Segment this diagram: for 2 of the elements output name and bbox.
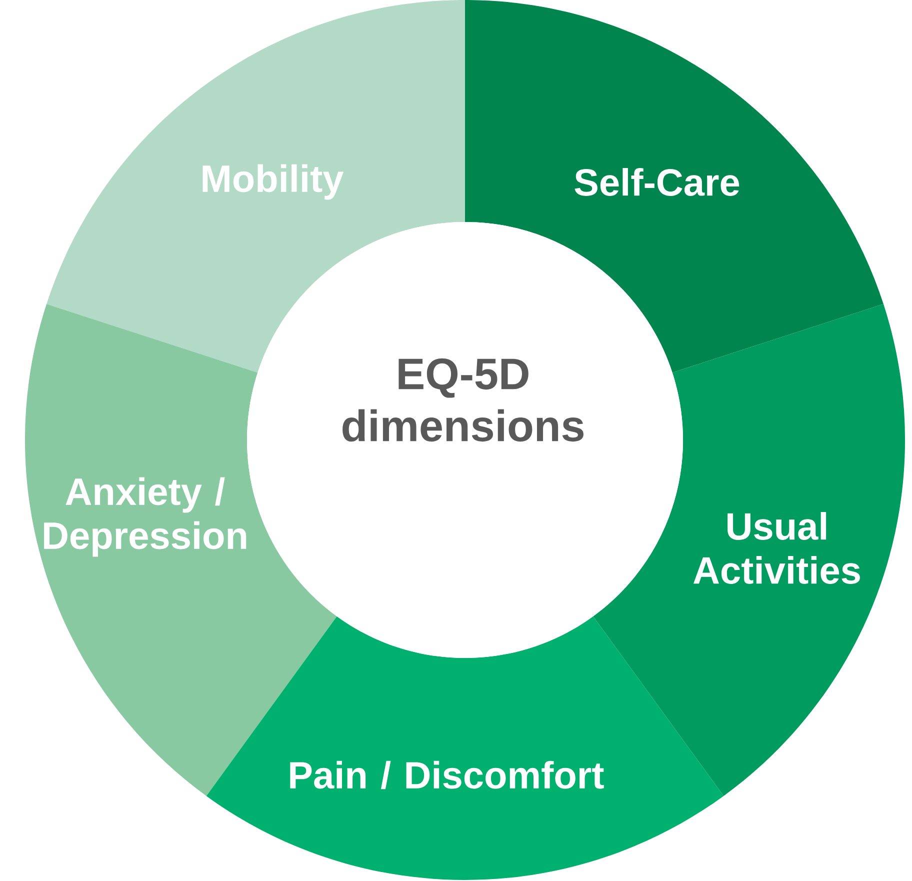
donut-center: EQ-5D dimensions [247, 222, 683, 658]
donut-segment: Pain / Discomfort [206, 616, 724, 880]
